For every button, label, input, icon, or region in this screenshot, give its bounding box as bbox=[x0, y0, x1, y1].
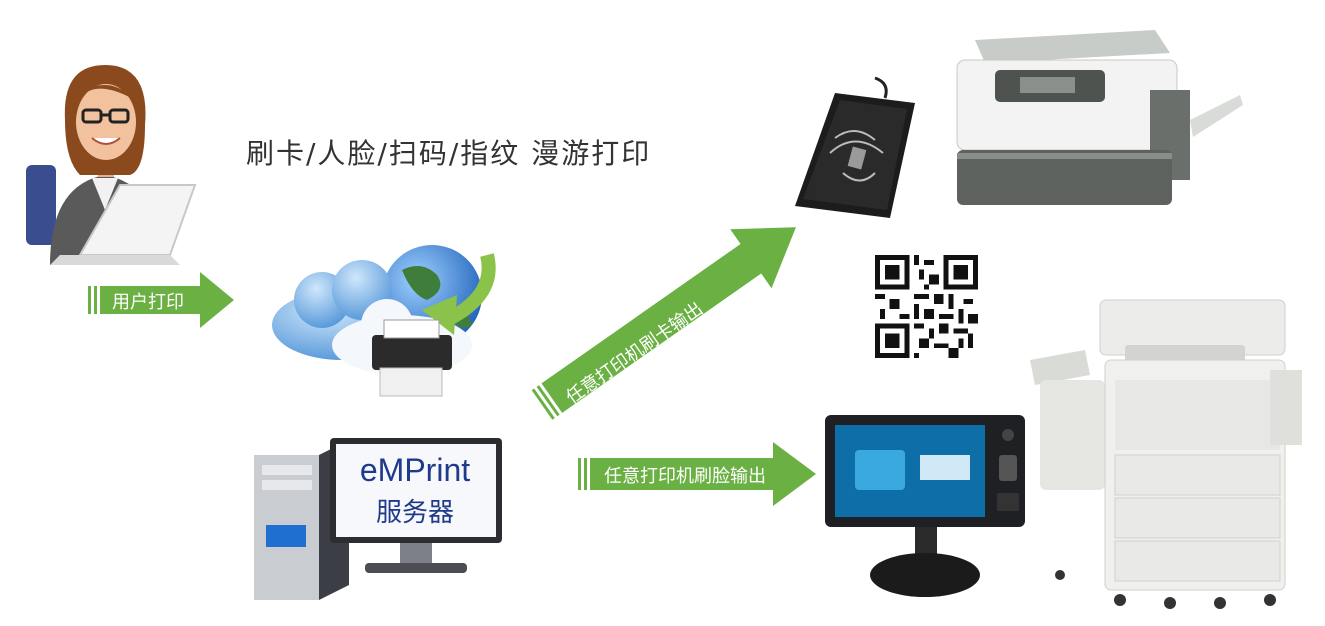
printer-icon bbox=[956, 30, 1243, 205]
face-terminal-icon bbox=[825, 415, 1025, 597]
page-title: 刷卡/人脸/扫码/指纹 漫游打印 bbox=[246, 137, 652, 170]
server-name: eMPrint bbox=[359, 452, 471, 488]
card-reader-icon bbox=[795, 76, 915, 218]
user-print-arrow bbox=[88, 272, 234, 328]
card-output-arrow bbox=[531, 227, 796, 420]
cloud-print-icon bbox=[272, 245, 496, 397]
server-monitor-icon bbox=[330, 438, 502, 573]
user-print-label: 用户打印 bbox=[112, 292, 184, 313]
server-computer-icon bbox=[254, 440, 349, 600]
production-printer-icon bbox=[1030, 299, 1302, 609]
qr-code-icon bbox=[875, 255, 978, 358]
face-output-label: 任意打印机刷脸输出 bbox=[604, 466, 766, 487]
server-subtitle: 服务器 bbox=[375, 498, 454, 528]
user-laptop-icon bbox=[26, 65, 197, 265]
face-output-arrow bbox=[578, 442, 816, 506]
